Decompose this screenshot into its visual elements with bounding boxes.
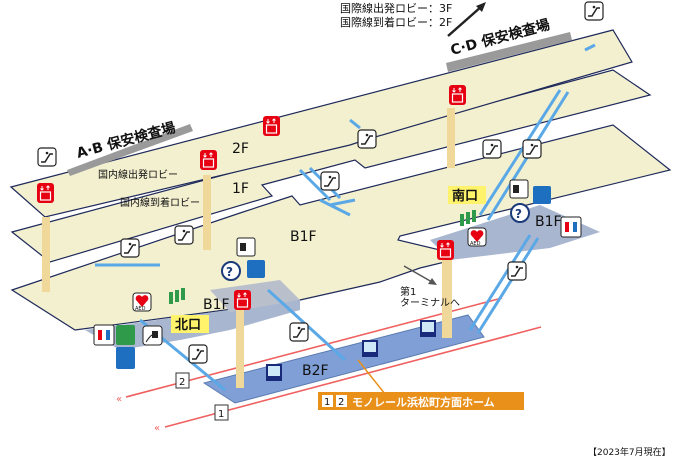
escalator-icon — [188, 344, 208, 364]
display-icon — [420, 320, 436, 337]
elevator-icon — [233, 289, 252, 311]
platform-label-track2: 2 — [338, 397, 344, 408]
elevator-icon — [199, 149, 218, 171]
elevator-icon — [36, 182, 55, 204]
information-icon: ? — [221, 261, 241, 281]
pillar — [203, 175, 211, 250]
nursing-room-icon — [116, 347, 135, 369]
escalator-icon — [289, 322, 309, 342]
escalator-icon — [37, 147, 57, 167]
floor-label-b1f-south: B1F — [535, 214, 562, 230]
as-of-date: 【2023年7月現在】 — [588, 446, 671, 458]
floor-label-2f: 2F — [232, 141, 249, 157]
information-icon: ? — [510, 203, 530, 223]
escalator-icon — [357, 129, 377, 149]
aed-icon: AED — [467, 227, 487, 247]
track-2-number: 2 — [179, 377, 185, 388]
intl-arrival-label: 国際線到着ロビー：2F — [340, 15, 452, 29]
escalator-icon — [522, 139, 542, 159]
escalator-icon — [507, 261, 527, 281]
track-1-direction-arrow: « — [154, 423, 160, 434]
pillar — [236, 310, 244, 388]
intl-departure-label: 国際線出発ロビー：3F — [340, 1, 452, 15]
floor-label-b1f: B1F — [290, 229, 317, 245]
south-exit-label: 南口 — [452, 188, 478, 204]
north-exit-label: 北口 — [175, 318, 201, 333]
floor-label-b2f: B2F — [302, 363, 329, 379]
platform-callout-line — [357, 359, 386, 395]
svg-text:?: ? — [515, 207, 522, 221]
domestic-arrival-label: 国内線到着ロビー — [120, 196, 200, 209]
north-exit-badge — [171, 315, 209, 333]
elevator-icon — [448, 84, 467, 106]
track-2-direction-arrow: « — [116, 394, 122, 405]
floor-label-1f: 1F — [232, 181, 249, 197]
pillar — [442, 260, 452, 338]
svg-text:AED: AED — [470, 241, 481, 247]
ticket-office-icon — [533, 186, 551, 204]
pillar — [42, 217, 50, 292]
restroom-icon — [560, 216, 582, 238]
terminal1-label-line2: ターミナルへ — [400, 297, 460, 309]
display-icon — [362, 340, 378, 357]
platform-label-box — [318, 392, 524, 410]
power-icon — [142, 325, 163, 346]
pillar — [447, 108, 455, 168]
terminal1-arrow — [403, 265, 433, 283]
aed-icon: AED — [132, 292, 152, 312]
intl-direction-arrow — [447, 5, 483, 37]
platform-label: モノレール浜松町方面ホーム — [352, 395, 495, 409]
track-2-sign — [175, 372, 190, 389]
elevator-icon — [262, 115, 281, 137]
svg-text:?: ? — [226, 265, 233, 279]
security-bar-ab — [67, 124, 193, 176]
platform-label-track1: 1 — [324, 397, 330, 408]
escalator-icon — [120, 238, 140, 258]
multipurpose-restroom-icon — [116, 325, 135, 345]
track-1-sign — [214, 404, 229, 421]
south-exit-badge — [448, 186, 486, 204]
restroom-icon — [93, 324, 115, 346]
b1f-north-concourse — [210, 280, 300, 312]
track-1-number: 1 — [218, 409, 224, 420]
escalator-icon — [174, 225, 194, 245]
svg-text:AED: AED — [135, 306, 146, 312]
escalator-icon — [584, 1, 604, 21]
elevator-icon — [436, 239, 455, 261]
escalator-icon — [482, 139, 502, 159]
security-bar-cd — [446, 32, 572, 72]
terminal1-label-line1: 第1 — [400, 285, 416, 298]
domestic-departure-label: 国内線出発ロビー — [98, 168, 178, 181]
ticket-office-icon — [247, 260, 265, 278]
floor-label-b1f-north: B1F — [203, 297, 230, 313]
escalator-icon — [320, 171, 340, 191]
display-icon — [266, 364, 282, 381]
